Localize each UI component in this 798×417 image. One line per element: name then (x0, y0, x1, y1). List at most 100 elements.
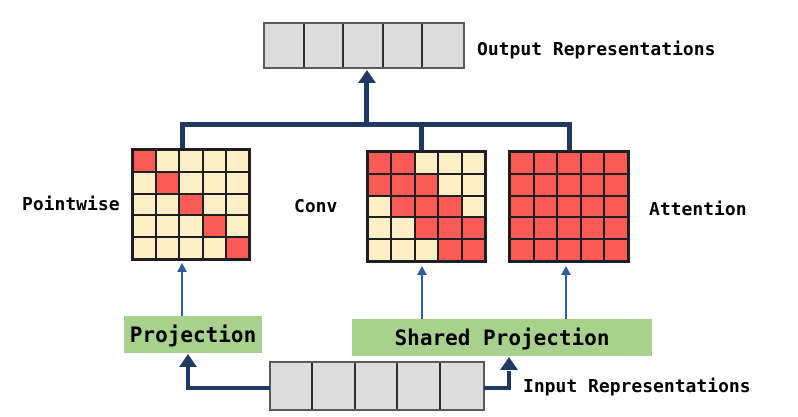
active-cell (557, 152, 581, 174)
arrow-projection-to-pointwise-icon (177, 263, 187, 272)
active-cell (368, 173, 392, 196)
trunk-stub-conv (419, 124, 424, 152)
inactive-cell (368, 195, 392, 218)
active-cell (557, 217, 581, 240)
active-cell (510, 173, 534, 196)
active-cell (580, 173, 605, 196)
input-representations-label: Input Representations (523, 376, 751, 397)
active-cell (533, 239, 558, 261)
active-cell (414, 195, 439, 218)
inactive-cell (133, 237, 157, 259)
arrow-input-to-shared-icon (500, 357, 518, 370)
inactive-cell (461, 152, 485, 174)
active-cell (533, 173, 558, 196)
inactive-cell (156, 193, 180, 216)
inactive-cell (156, 237, 180, 259)
representation-cell (383, 24, 424, 67)
active-cell (391, 173, 415, 196)
arrow-up-to-output-shaft (364, 82, 369, 127)
inactive-cell (133, 215, 157, 238)
arrow-up-to-output-icon (358, 70, 376, 83)
shared-projection-label: Shared Projection (394, 325, 610, 350)
active-cell (414, 173, 439, 196)
attention-matrix (508, 150, 630, 263)
active-cell (461, 239, 485, 261)
arrow-input-to-projection-icon (179, 354, 197, 367)
inactive-cell (461, 173, 485, 196)
active-cell (133, 150, 157, 172)
arrow-shared-to-conv-shaft (421, 274, 423, 320)
inactive-cell (202, 193, 226, 216)
arrow-projection-to-pointwise-shaft (181, 271, 183, 316)
inactive-cell (202, 171, 226, 194)
arrow-shared-to-conv-icon (417, 266, 427, 275)
inactive-cell (414, 152, 439, 174)
active-cell (604, 195, 628, 218)
active-cell (202, 215, 226, 238)
active-cell (580, 217, 605, 240)
active-cell (438, 239, 462, 261)
elbow-input-to-shared-vertical (507, 371, 511, 390)
active-cell (461, 217, 485, 240)
active-cell (438, 217, 462, 240)
inactive-cell (391, 239, 415, 261)
conv-matrix (366, 150, 487, 263)
pointwise-label: Pointwise (22, 194, 120, 215)
active-cell (414, 217, 439, 240)
shared-projection-box: Shared Projection (352, 319, 652, 356)
inactive-cell (156, 150, 180, 172)
representation-cell (423, 24, 463, 67)
output-representations-label: Output Representations (477, 39, 716, 60)
inactive-cell (225, 193, 249, 216)
inactive-cell (179, 215, 203, 238)
inactive-cell (225, 215, 249, 238)
attention-label: Attention (649, 199, 747, 220)
active-cell (580, 239, 605, 261)
elbow-input-to-shared-horizontal (484, 386, 511, 390)
inactive-cell (133, 171, 157, 194)
inactive-cell (368, 217, 392, 240)
active-cell (510, 217, 534, 240)
active-cell (225, 237, 249, 259)
inactive-cell (414, 239, 439, 261)
active-cell (604, 239, 628, 261)
inactive-cell (368, 239, 392, 261)
active-cell (156, 171, 180, 194)
trunk-horizontal-line (180, 122, 572, 127)
projection-label: Projection (129, 322, 257, 347)
active-cell (580, 152, 605, 174)
representation-cell (440, 363, 483, 409)
inactive-cell (202, 237, 226, 259)
conv-label: Conv (294, 196, 338, 217)
inactive-cell (179, 150, 203, 172)
inactive-cell (438, 152, 462, 174)
active-cell (604, 173, 628, 196)
inactive-cell (438, 173, 462, 196)
representation-cell (265, 24, 305, 67)
active-cell (557, 239, 581, 261)
active-cell (533, 217, 558, 240)
active-cell (510, 239, 534, 261)
arrow-shared-to-attention-shaft (565, 274, 567, 320)
active-cell (557, 195, 581, 218)
inactive-cell (179, 237, 203, 259)
active-cell (533, 195, 558, 218)
inactive-cell (225, 171, 249, 194)
representation-cell (313, 363, 356, 409)
representation-cell (271, 363, 314, 409)
representation-cell (304, 24, 345, 67)
inactive-cell (202, 150, 226, 172)
active-cell (557, 173, 581, 196)
input-representations-strip (269, 361, 485, 411)
active-cell (510, 152, 534, 174)
inactive-cell (391, 217, 415, 240)
representation-cell (344, 24, 384, 67)
representation-cell (355, 363, 399, 409)
active-cell (391, 195, 415, 218)
active-cell (438, 195, 462, 218)
active-cell (580, 195, 605, 218)
representation-cell (398, 363, 441, 409)
inactive-cell (156, 215, 180, 238)
active-cell (533, 152, 558, 174)
